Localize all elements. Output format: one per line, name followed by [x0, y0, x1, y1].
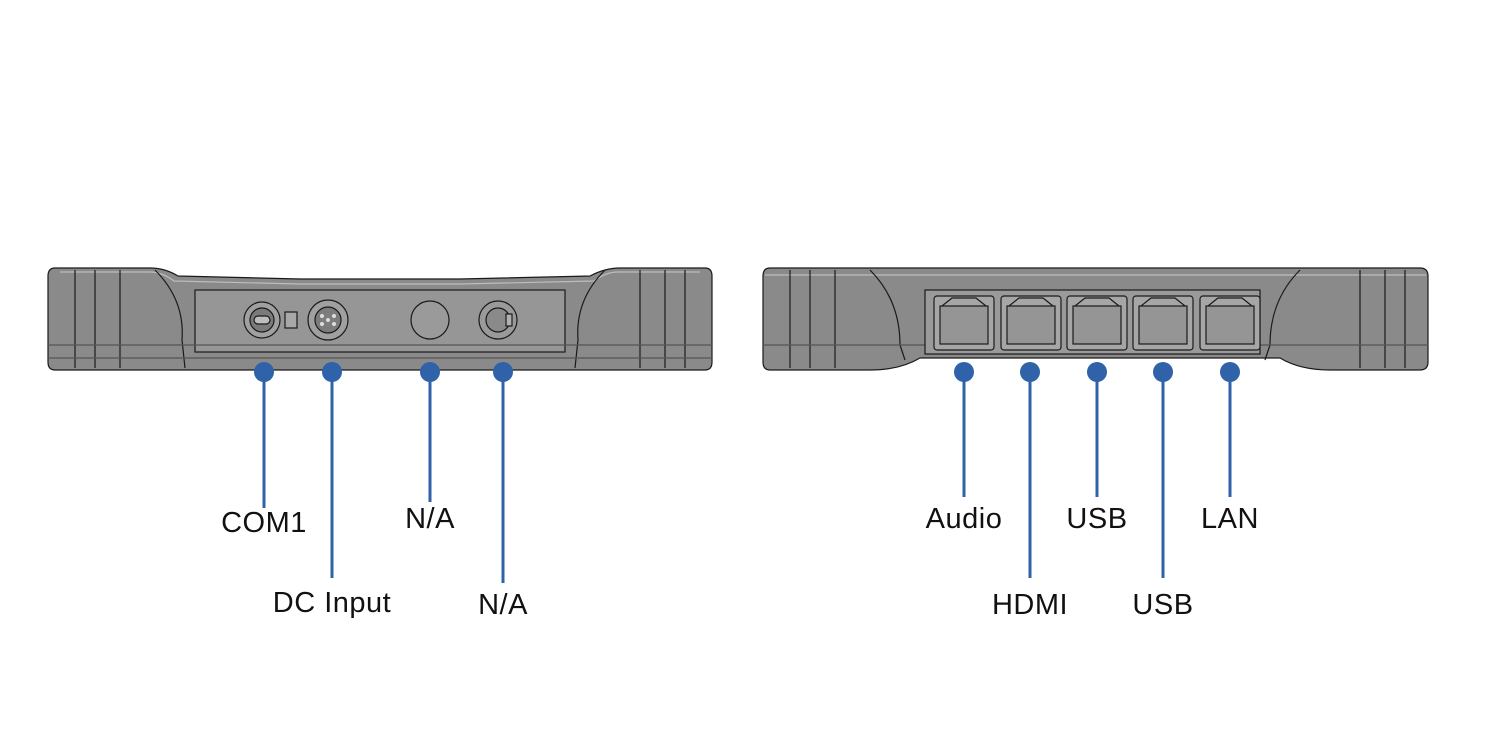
- right-callout-label-5: LAN: [1201, 503, 1259, 535]
- right-callout-dot-4: [1153, 362, 1173, 382]
- left-callout-label-1: COM1: [221, 507, 307, 539]
- rj-port-4: [1132, 295, 1194, 351]
- right-callout-dot-1: [954, 362, 974, 382]
- right-callout-dot-5: [1220, 362, 1240, 382]
- right-callout-label-2: HDMI: [991, 589, 1069, 621]
- left-device-side-view: [47, 267, 713, 371]
- rj-port-2: [1000, 295, 1062, 351]
- na-port-1: [410, 300, 450, 340]
- right-callout-dot-3: [1087, 362, 1107, 382]
- dc-input-port: [307, 299, 349, 341]
- rj-port-3: [1066, 295, 1128, 351]
- left-callout-dot-4: [493, 362, 513, 382]
- left-callout-dot-1: [254, 362, 274, 382]
- right-callout-dot-2: [1020, 362, 1040, 382]
- right-device-side-view: [762, 267, 1429, 371]
- right-callout-label-1: Audio: [925, 503, 1003, 535]
- right-callout-label-3: USB: [1066, 503, 1128, 535]
- left-callout-label-2: DC Input: [272, 587, 392, 619]
- left-callout-label-4: N/A: [478, 589, 528, 621]
- rj-port-5: [1199, 295, 1261, 351]
- left-callout-label-3: N/A: [405, 503, 455, 535]
- left-callout-dot-2: [322, 362, 342, 382]
- rj-port-1: [933, 295, 995, 351]
- na-port-2: [478, 300, 518, 340]
- left-callout-dot-3: [420, 362, 440, 382]
- com1-port: [243, 301, 298, 339]
- right-callout-label-4: USB: [1132, 589, 1194, 621]
